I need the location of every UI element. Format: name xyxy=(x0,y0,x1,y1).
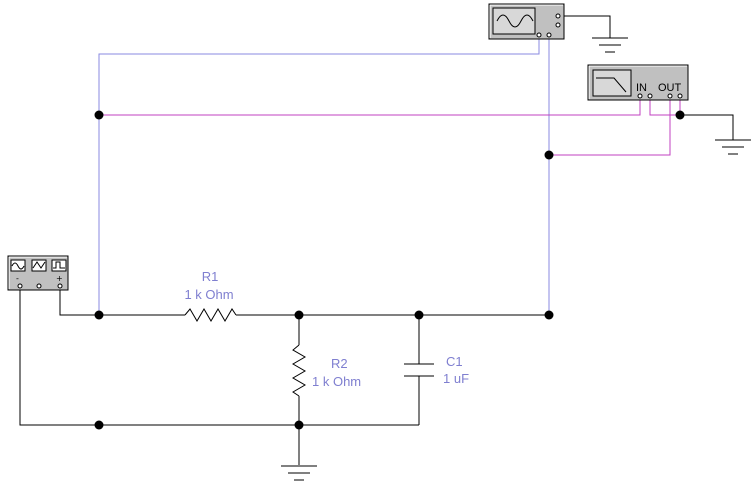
scope-screen-icon xyxy=(492,7,536,35)
junction-dot xyxy=(94,310,104,320)
resistor-r1[interactable] xyxy=(184,308,237,322)
ground-symbol-bode xyxy=(715,139,751,155)
junction-dot xyxy=(294,310,304,320)
scope-wires xyxy=(98,37,550,315)
bode-out-label: OUT xyxy=(658,82,682,94)
c1-value: 1 uF xyxy=(443,371,469,386)
gen-common-terminal[interactable] xyxy=(36,283,42,289)
wire-bode-out-plus xyxy=(549,97,671,156)
wire-scope-ground xyxy=(560,15,611,38)
scope-channel-b-terminal[interactable] xyxy=(546,32,552,38)
junction-dot xyxy=(94,110,104,120)
gen-minus-label: - xyxy=(16,274,19,283)
scope-trigger-terminal[interactable] xyxy=(555,22,561,28)
r2-name: R2 xyxy=(331,356,348,371)
function-generator[interactable]: - + xyxy=(7,255,69,291)
bode-in-label: IN xyxy=(636,82,647,94)
c1-name: C1 xyxy=(446,354,463,369)
capacitor-c1[interactable] xyxy=(404,363,434,377)
bode-in-plus-terminal[interactable] xyxy=(637,93,643,99)
wire-scope-channel-a xyxy=(98,37,540,315)
junction-dots xyxy=(94,110,685,430)
triangle-wave-icon[interactable] xyxy=(31,259,47,272)
oscilloscope[interactable] xyxy=(488,3,565,40)
bode-out-plus-terminal[interactable] xyxy=(667,93,673,99)
bode-wires xyxy=(99,97,681,156)
bode-in-minus-terminal[interactable] xyxy=(647,93,653,99)
bode-out-minus-terminal[interactable] xyxy=(677,93,683,99)
r2-value: 1 k Ohm xyxy=(312,374,361,389)
sine-wave-icon[interactable] xyxy=(10,259,26,272)
resistor-r2[interactable] xyxy=(292,344,306,397)
ground-symbol-scope xyxy=(592,37,628,53)
junction-dot xyxy=(414,310,424,320)
junction-dot xyxy=(294,420,304,430)
junction-dot xyxy=(544,150,554,160)
gen-plus-terminal[interactable] xyxy=(57,283,63,289)
wire-bode-ground xyxy=(680,114,734,140)
wire-bottom-rail xyxy=(19,290,419,426)
junction-dot xyxy=(675,110,685,120)
bode-plot-icon xyxy=(592,69,632,97)
circuit-wires xyxy=(19,15,734,465)
wire-gen-plus xyxy=(59,290,99,316)
gen-plus-label: + xyxy=(56,274,63,283)
wire-bode-in-plus xyxy=(99,97,641,116)
scope-ground-terminal[interactable] xyxy=(555,13,561,19)
square-wave-icon[interactable] xyxy=(51,259,67,272)
r1-value: 1 k Ohm xyxy=(184,287,233,302)
ground-symbol-main xyxy=(281,465,317,481)
r1-name: R1 xyxy=(202,269,219,284)
gen-minus-terminal[interactable] xyxy=(17,283,23,289)
scope-channel-a-terminal[interactable] xyxy=(536,32,542,38)
junction-dot xyxy=(544,310,554,320)
bode-plotter[interactable]: IN OUT xyxy=(587,64,689,101)
junction-dot xyxy=(94,420,104,430)
